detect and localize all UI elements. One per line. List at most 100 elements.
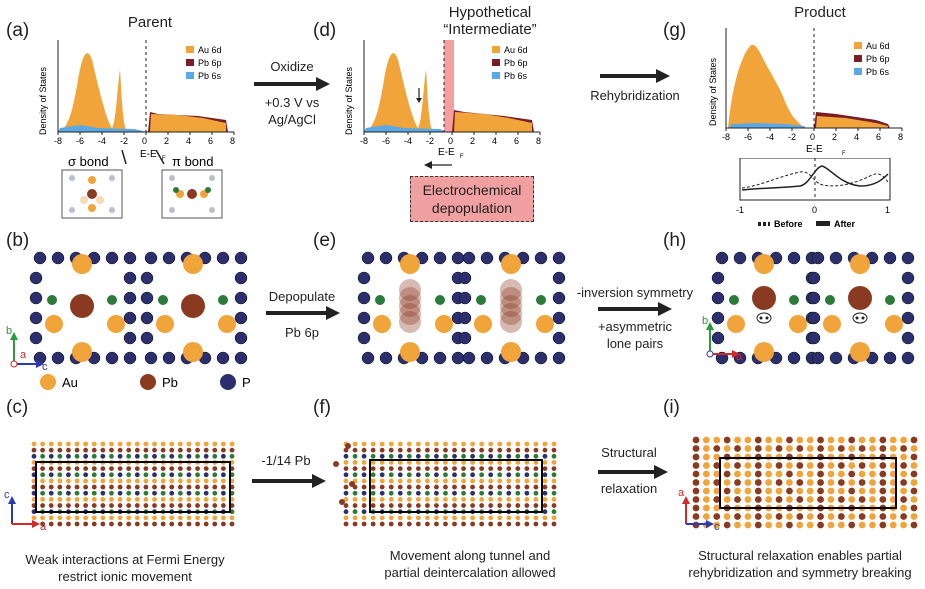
lattice-atom bbox=[443, 466, 448, 472]
lattice-atom bbox=[91, 496, 97, 502]
lattice-atom bbox=[910, 436, 918, 444]
lattice-atom bbox=[858, 487, 866, 495]
lattice-atom bbox=[533, 478, 539, 484]
lattice-atom bbox=[126, 441, 132, 447]
lattice-atom bbox=[551, 515, 557, 521]
lattice-atom bbox=[370, 484, 376, 490]
lattice-atom bbox=[744, 479, 752, 486]
lattice-atom bbox=[461, 472, 466, 478]
lattice-atom bbox=[837, 445, 845, 452]
lattice-atom bbox=[177, 496, 183, 502]
lattice-atom bbox=[143, 484, 149, 490]
lattice-atom bbox=[152, 441, 157, 447]
lattice-atom bbox=[212, 515, 218, 521]
lattice-atom bbox=[66, 478, 71, 484]
lattice-atom bbox=[212, 472, 218, 478]
lattice-atom bbox=[889, 479, 897, 486]
lattice-atom bbox=[388, 484, 394, 490]
lattice-atom bbox=[817, 462, 824, 469]
lattice-atom bbox=[220, 515, 226, 521]
lattice-atom bbox=[415, 472, 421, 478]
au-atom bbox=[400, 254, 420, 274]
lattice-atom bbox=[734, 521, 741, 529]
lattice-atom bbox=[66, 453, 71, 459]
lattice-atom bbox=[506, 521, 512, 527]
lattice-atom bbox=[734, 436, 741, 444]
lattice-atom bbox=[542, 484, 548, 490]
lattice-atom bbox=[910, 504, 918, 512]
lattice-atom bbox=[361, 484, 367, 490]
lattice-atom bbox=[229, 441, 235, 447]
lattice-atom bbox=[869, 487, 876, 495]
lattice-atom bbox=[212, 503, 218, 508]
p-atom bbox=[552, 331, 566, 345]
lattice-atom bbox=[220, 472, 226, 478]
lattice-atom bbox=[765, 479, 773, 486]
lattice-atom bbox=[542, 496, 548, 502]
removed-pb-atoms bbox=[333, 443, 355, 505]
lattice-atom bbox=[134, 521, 140, 527]
lattice-atom bbox=[775, 496, 783, 503]
xlabel-sub-a: F bbox=[162, 156, 166, 160]
lattice-atom bbox=[160, 466, 166, 472]
lattice-atom bbox=[551, 484, 557, 490]
lattice-atom bbox=[806, 445, 814, 452]
xtick-label: -8 bbox=[722, 132, 730, 142]
lattice-atom bbox=[352, 441, 358, 447]
left-arrow-small bbox=[424, 161, 452, 169]
legend-pb6p-g: Pb 6p bbox=[866, 54, 890, 64]
p-atom bbox=[458, 271, 472, 285]
lattice-atom bbox=[117, 478, 123, 484]
lattice-atom bbox=[74, 447, 80, 453]
lattice-atom bbox=[352, 509, 358, 515]
lattice-atom bbox=[879, 496, 887, 503]
au-atom bbox=[789, 315, 807, 333]
lattice-atom bbox=[66, 466, 71, 472]
lattice-atom bbox=[744, 487, 752, 495]
lattice-atom bbox=[169, 466, 175, 472]
lattice-atom bbox=[48, 521, 54, 527]
lattice-atom bbox=[470, 496, 476, 502]
lattice-atom bbox=[434, 441, 439, 447]
lattice-atom bbox=[827, 470, 835, 478]
lattice-atom bbox=[152, 472, 157, 478]
lattice-atom bbox=[744, 496, 752, 503]
p-atom bbox=[787, 351, 801, 365]
lattice-atom bbox=[203, 453, 209, 459]
lattice-atom bbox=[434, 466, 439, 472]
crystal-structure-e bbox=[357, 251, 566, 365]
pb-atom-smeared bbox=[500, 303, 522, 325]
lattice-atom bbox=[754, 513, 762, 520]
lattice-atom bbox=[775, 521, 783, 529]
p-atom bbox=[883, 351, 897, 365]
lattice-atom bbox=[406, 503, 412, 508]
lattice-atom bbox=[848, 521, 856, 529]
lattice-atom bbox=[48, 453, 54, 459]
p-atom bbox=[123, 331, 137, 345]
panel-label-g: (g) bbox=[663, 20, 687, 41]
p-atom bbox=[462, 351, 476, 365]
lattice-atom bbox=[443, 496, 448, 502]
p-atom bbox=[711, 311, 725, 325]
lattice-atom bbox=[370, 515, 376, 521]
lattice-atom bbox=[515, 484, 521, 490]
lattice-atom bbox=[57, 472, 63, 478]
lattice-atom bbox=[343, 515, 349, 521]
lattice-atom bbox=[379, 447, 385, 453]
green-atom bbox=[375, 295, 385, 305]
lattice-atom bbox=[806, 470, 814, 478]
lattice-atom bbox=[533, 484, 539, 490]
lattice-atom bbox=[109, 490, 114, 496]
lattice-atom bbox=[734, 445, 741, 452]
lattice-atom bbox=[775, 445, 783, 452]
lattice-atom bbox=[452, 466, 457, 472]
lattice-atom bbox=[479, 496, 485, 502]
lattice-atom bbox=[488, 496, 494, 502]
lattice-atom bbox=[220, 466, 226, 472]
lattice-atom bbox=[160, 484, 166, 490]
pb-atom-smeared bbox=[500, 295, 522, 317]
unit-cell-box bbox=[35, 461, 231, 513]
lattice-atom bbox=[702, 479, 710, 486]
lattice-atom bbox=[817, 513, 824, 520]
lattice-atom bbox=[415, 441, 421, 447]
